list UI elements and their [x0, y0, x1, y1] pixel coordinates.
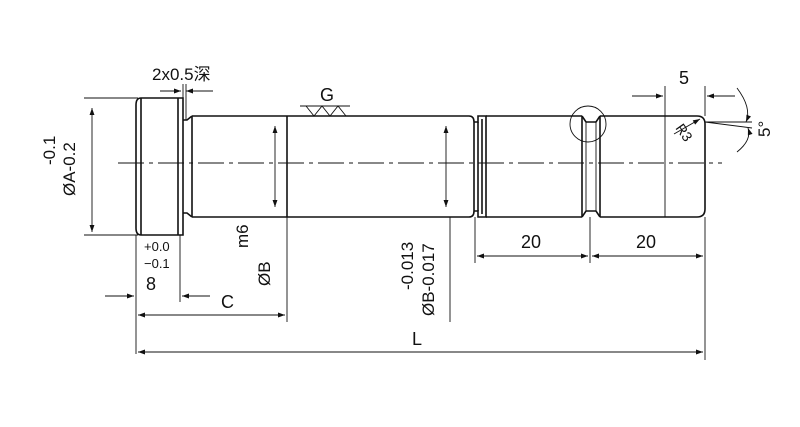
segment-dimensions: 20 20 [474, 217, 706, 360]
shaft-diameter-label: ØB-0.017 [419, 243, 438, 316]
surface-finish-label: G [320, 85, 334, 105]
head-length-label: 8 [146, 274, 156, 294]
tip [600, 115, 706, 218]
head-diameter-dimension: -0.1 ØA-0.2 [40, 97, 138, 236]
c-length-label: C [221, 292, 234, 312]
tip-radius-dimension: R3 [673, 118, 701, 145]
taper-angle-label: 5° [755, 121, 774, 137]
end-flat-label: 5 [679, 68, 689, 88]
surface-finish-symbol: G [300, 85, 350, 117]
head-length-tol-plus: +0.0 [144, 239, 170, 254]
taper-angle-dimension: 5° [704, 87, 774, 153]
shaft-diameter-dimension: -0.013 ØB-0.017 [398, 126, 451, 322]
groove-depth-label: 2x0.5深 [152, 65, 211, 84]
fit-tolerance-label: m6 [233, 224, 252, 248]
c-length-dimension: C [138, 217, 288, 322]
fit-diameter-dimension: m6 ØB [233, 126, 278, 286]
head-diameter-tolerance: -0.1 [40, 136, 59, 165]
fit-diameter-label: ØB [255, 261, 274, 286]
shaft-tolerance-label: -0.013 [398, 242, 417, 290]
segment2-label: 20 [636, 232, 656, 252]
part-outline [135, 97, 706, 236]
segment1-label: 20 [521, 232, 541, 252]
neck [183, 115, 193, 218]
end-flat-dimension: 5 [632, 68, 735, 116]
total-length-label: L [412, 329, 422, 349]
main-shaft [191, 115, 469, 218]
relief-groove [474, 115, 487, 218]
middle-groove [581, 115, 601, 218]
total-length-dimension: L [138, 329, 703, 355]
head-diameter-label: ØA-0.2 [60, 142, 79, 196]
head [135, 97, 184, 236]
shaft-step [468, 115, 475, 218]
head-length-tol-minus: −0.1 [144, 256, 170, 271]
detail-circle [569, 105, 607, 143]
second-shaft [486, 115, 582, 218]
tip-radius-label: R3 [673, 121, 696, 145]
head-length-dimension: +0.0 −0.1 8 [105, 235, 210, 354]
groove-depth-dimension: 2x0.5深 [152, 65, 213, 120]
